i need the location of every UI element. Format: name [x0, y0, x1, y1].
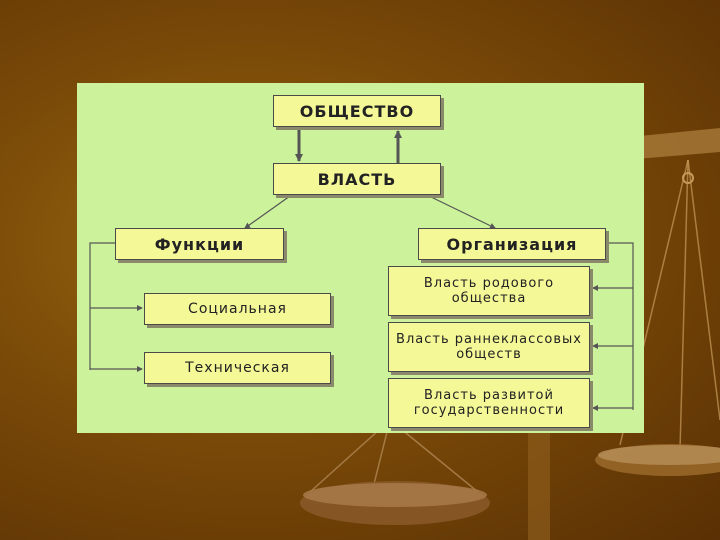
organization-item-early-class: Власть раннеклассовых обществ	[388, 322, 590, 372]
function-item-technical: Техническая	[144, 352, 331, 384]
diagram-panel: ОБЩЕСТВО ВЛАСТЬ Функции Организация Соци…	[77, 83, 644, 433]
functions-box: Функции	[115, 228, 284, 260]
arrow-power-to-functions	[245, 196, 290, 228]
arrow-power-to-organization	[429, 196, 495, 228]
function-item-social: Социальная	[144, 293, 331, 325]
organization-box: Организация	[418, 228, 606, 260]
organization-item-tribal: Власть родового общества	[388, 266, 590, 316]
organization-item-developed-state: Власть развитой государственности	[388, 378, 590, 428]
power-box: ВЛАСТЬ	[273, 163, 441, 195]
organization-bracket	[606, 243, 633, 410]
society-box: ОБЩЕСТВО	[273, 95, 441, 127]
functions-bracket	[90, 243, 115, 370]
